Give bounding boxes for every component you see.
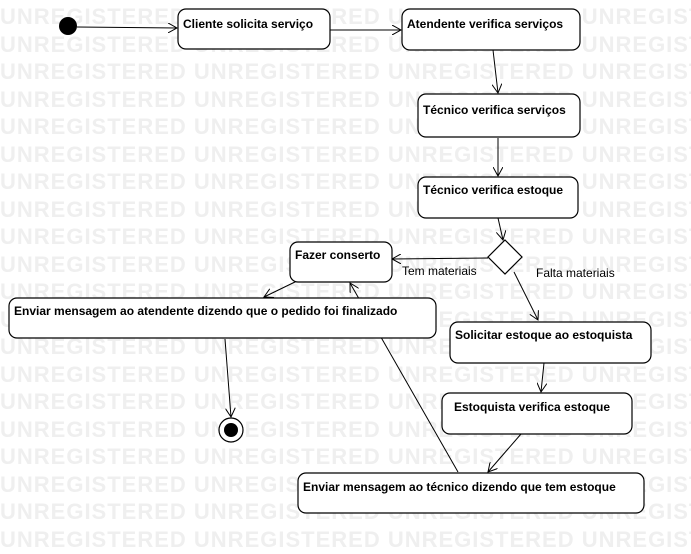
action-label: Cliente solicita serviço [183,17,313,31]
decision-node [487,239,523,275]
edge-estoque-to-decision [498,217,503,240]
edge-decision-to-fazer-conserto [392,258,489,259]
action-tecnico-verifica-servicos: Técnico verifica serviços [417,93,581,138]
guard-tem-materiais: Tem materiais [402,264,477,278]
action-fazer-conserto: Fazer conserto [289,241,393,283]
edge-estoquista-to-msg-tecnico [488,433,522,472]
action-estoquista-verifica: Estoquista verifica estoque [441,392,633,435]
initial-node [59,17,77,35]
action-label: Solicitar estoque ao estoquista [455,328,633,342]
final-node [218,417,244,443]
edge-msg-atendente-to-final [224,338,231,417]
action-atendente-verifica: Atendente verifica serviços [401,8,581,51]
action-label: Técnico verifica serviços [423,103,566,117]
action-label: Estoquista verifica estoque [454,400,610,414]
action-label: Fazer conserto [295,248,380,262]
edge-solicitar-to-estoquista [541,362,544,392]
action-tecnico-verifica-estoque: Técnico verifica estoque [417,176,579,219]
action-label: Enviar mensagem ao técnico dizendo que t… [303,480,616,494]
action-msg-tecnico: Enviar mensagem ao técnico dizendo que t… [297,472,645,514]
edge-start-to-cliente [76,27,177,28]
edge-atendente-to-tecnico-servicos [493,49,498,93]
action-label: Técnico verifica estoque [423,183,563,197]
action-msg-atendente: Enviar mensagem ao atendente dizendo que… [8,297,437,339]
action-solicitar-estoque: Solicitar estoque ao estoquista [449,321,652,364]
edge-decision-to-solicitar [513,271,538,320]
edge-fazer-conserto-to-msg-atendente [264,280,298,297]
action-cliente-solicita: Cliente solicita serviço [177,8,331,50]
action-label: Atendente verifica serviços [407,17,563,31]
action-label: Enviar mensagem ao atendente dizendo que… [14,304,397,318]
guard-falta-materiais: Falta materiais [536,266,615,280]
